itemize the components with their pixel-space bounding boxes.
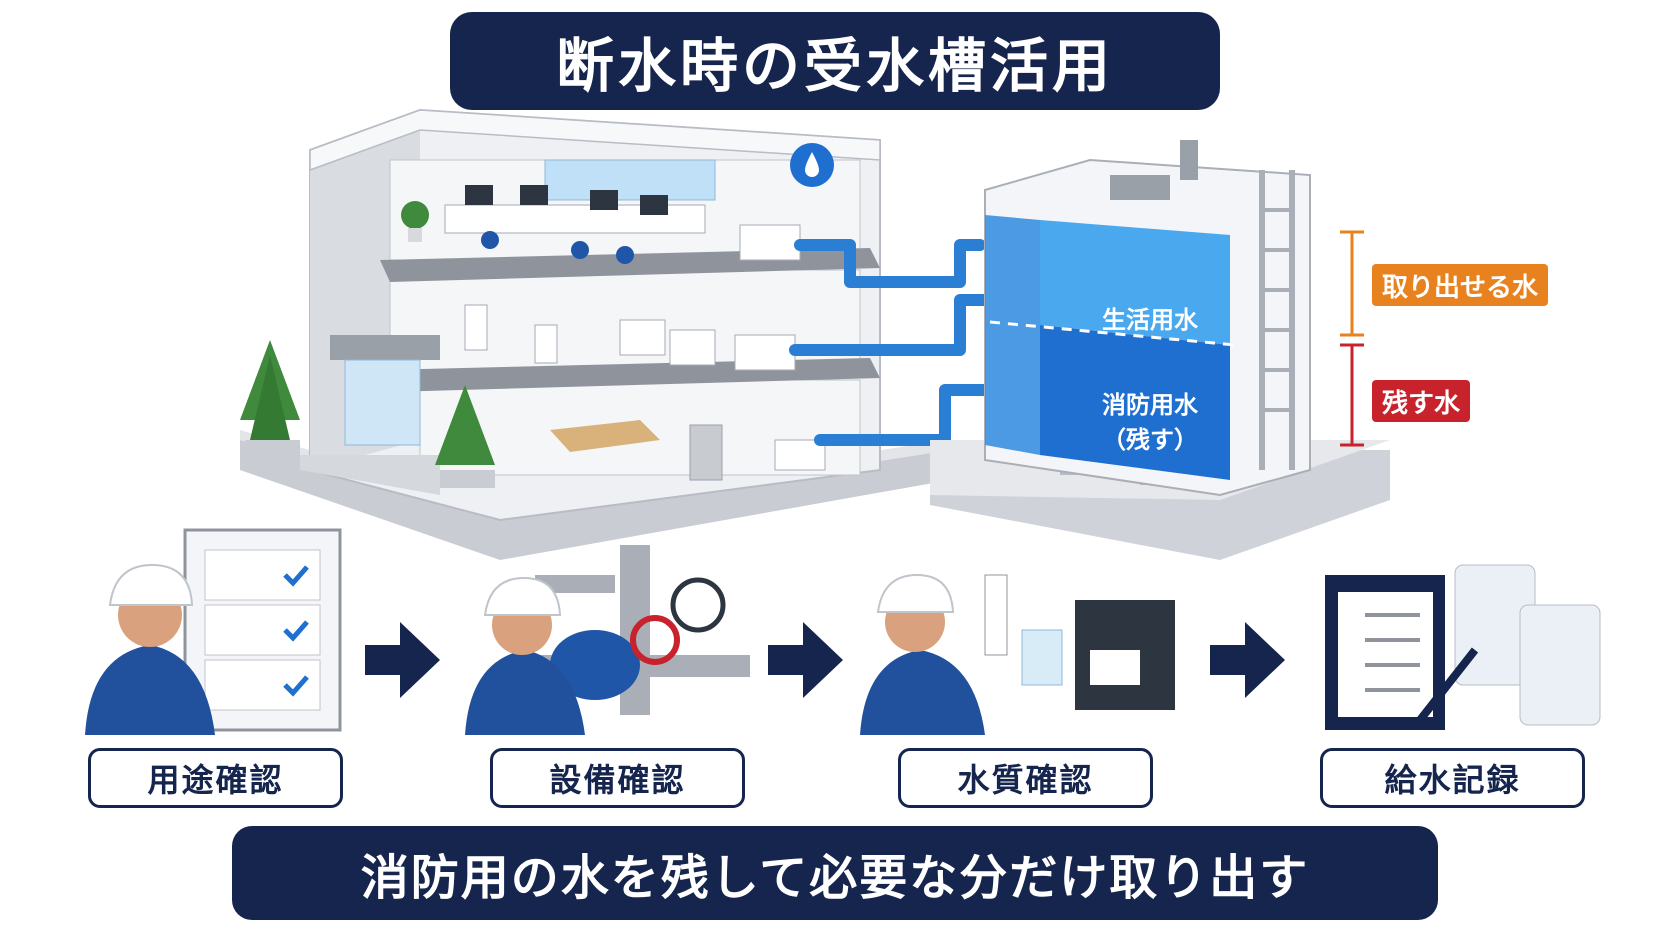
footer-text: 消防用の水を残して必要な分だけ取り出す: [360, 850, 1310, 906]
step-3-illustration: [860, 573, 1175, 735]
arrow-2-icon: [768, 622, 843, 698]
tag-retained-label: 残す水: [1382, 388, 1461, 419]
arrow-1-icon: [365, 622, 440, 698]
step-1-illustration: [85, 528, 342, 735]
tank-upper-label: 生活用水: [1102, 306, 1198, 334]
tank-lower-label-line2: （残す）: [1102, 426, 1198, 454]
page-title: 断水時の受水槽活用: [555, 32, 1114, 100]
tag-extractable: 取り出せる水: [1372, 264, 1549, 306]
step-2-label: 設備確認: [490, 748, 745, 808]
tank-lower-label-line1: 消防用水: [1102, 391, 1198, 419]
water-pipes: [789, 239, 991, 446]
step-1-label: 用途確認: [88, 748, 343, 808]
arrow-3-icon: [1210, 622, 1285, 698]
tag-retained: 残す水: [1372, 380, 1471, 422]
tag-extractable-label: 取り出せる水: [1382, 272, 1539, 303]
step-4-label: 給水記録: [1320, 748, 1585, 808]
step-4-illustration: [1325, 564, 1601, 730]
step-3-label: 水質確認: [898, 748, 1153, 808]
building-illustration: [240, 108, 950, 560]
water-tank: [930, 140, 1390, 560]
step-2-illustration: [465, 575, 750, 735]
title-banner: 断水時の受水槽活用: [450, 12, 1220, 110]
footer-banner: 消防用の水を残して必要な分だけ取り出す: [232, 826, 1438, 920]
